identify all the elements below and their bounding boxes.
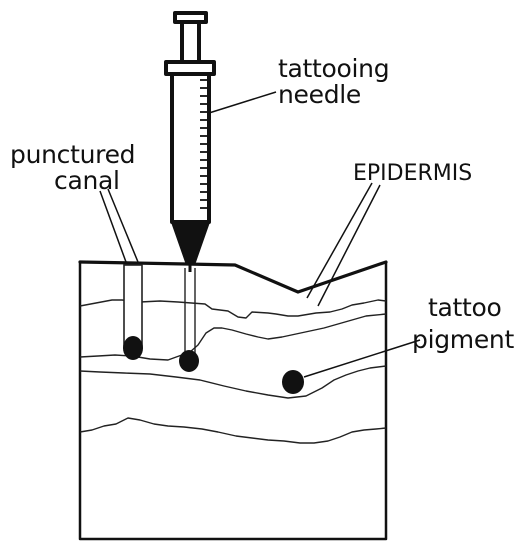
label-tattooing: tattooing: [278, 54, 389, 83]
epidermis-leader-line-2: [307, 183, 372, 298]
needle-track: [185, 268, 195, 355]
epidermis-leader-line: [318, 185, 380, 306]
label-pigment: pigment: [412, 325, 514, 354]
punctured-canal: [124, 265, 142, 348]
dermis-line-lower: [80, 418, 386, 443]
pigment-drop-needle: [179, 350, 199, 372]
syringe-icon: [166, 13, 214, 272]
tattoo-pigment-drops: [123, 336, 304, 394]
pigment-leader-line: [304, 340, 420, 377]
syringe-plunger-rod: [182, 22, 199, 63]
label-needle: needle: [278, 80, 361, 109]
label-epidermis: EPIDERMIS: [353, 161, 472, 186]
label-canal: canal: [54, 166, 120, 195]
diagram-labels: tattooing needle punctured canal EPIDERM…: [10, 54, 514, 354]
dermis-line-middle: [80, 366, 386, 398]
needle-leader-line: [209, 92, 276, 113]
pigment-drop-canal: [123, 336, 143, 360]
syringe-tip: [172, 222, 209, 262]
leader-lines: [100, 92, 420, 377]
label-punctured: punctured: [10, 140, 135, 169]
pigment-drop-dermis: [282, 370, 304, 394]
label-tattoo: tattoo: [428, 293, 502, 322]
